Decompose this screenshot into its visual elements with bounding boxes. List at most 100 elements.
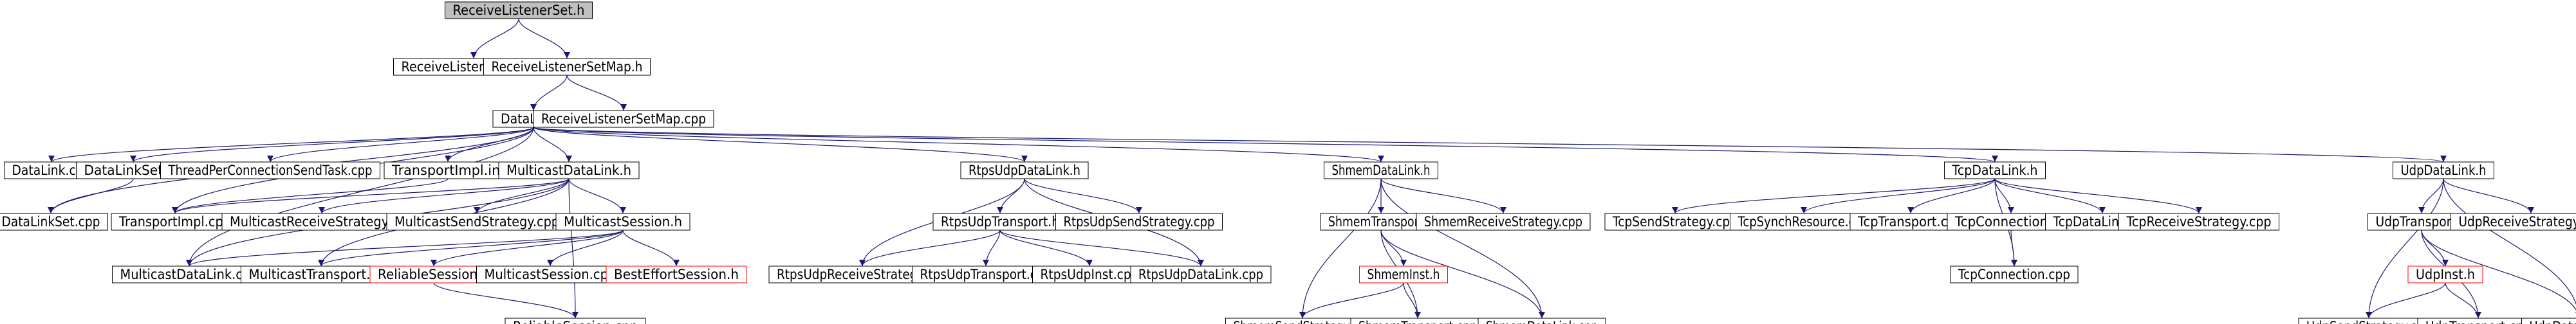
edge-dl_h-to-tpcst_cpp [267, 127, 534, 163]
edge-rudl_h-to-rut_h [997, 178, 1025, 214]
node-st-cpp[interactable]: ShmemTransport.cpp [1350, 318, 1485, 324]
node-label: MulticastTransport.cpp [249, 267, 394, 282]
node-dlset-cpp[interactable]: DataLinkSet.cpp [0, 213, 108, 231]
node-ti-cpp[interactable]: TransportImpl.cpp [111, 213, 239, 231]
edge-udl_h-to-urs_cpp [2443, 178, 2534, 214]
node-rlsm-h[interactable]: ReceiveListenerSetMap.h [483, 58, 651, 76]
edge-dl_h-to-dlset_inl [130, 127, 534, 163]
node-mdl-h[interactable]: MulticastDataLink.h [498, 161, 640, 179]
edge-ut_h-to-udl_cpp [2421, 230, 2576, 318]
node-box [1130, 266, 1272, 284]
node-russ-cpp[interactable]: RtpsUdpSendStrategy.cpp [1055, 213, 1223, 231]
node-label: ShmemReceiveStrategy.cpp [1424, 214, 1582, 230]
node-box [2451, 213, 2576, 231]
node-udl-h[interactable]: UdpDataLink.h [2393, 161, 2494, 179]
node-box [2521, 318, 2576, 324]
node-uss-cpp[interactable]: UdpSendStrategy.cpp [2298, 318, 2440, 324]
node-box [111, 213, 239, 231]
node-box [1478, 318, 1606, 324]
node-box [1324, 161, 1438, 179]
node-ut-cpp[interactable]: UdpTransport.cpp [2417, 318, 2539, 324]
node-label: ReliableSession.cpp [513, 319, 638, 324]
node-label: ShmemDataLink.h [1332, 163, 1431, 178]
node-trs-cpp[interactable]: TcpReceiveStrategy.cpp [2118, 213, 2279, 231]
node-mss-cpp[interactable]: MulticastSendStrategy.cpp [386, 213, 568, 231]
edge-dl_h-to-tdl_h [533, 127, 1998, 163]
edge-ti_inl-to-ti_cpp [172, 178, 449, 214]
node-label: MulticastSession.h [564, 214, 682, 230]
node-ms-h[interactable]: MulticastSession.h [555, 213, 690, 231]
node-rudl-h[interactable]: RtpsUdpDataLink.h [960, 161, 1089, 179]
node-box [160, 161, 380, 179]
node-rut-h[interactable]: RtpsUdpTransport.h [932, 213, 1068, 231]
node-box [2118, 213, 2279, 231]
node-si-h[interactable]: ShmemInst.h [1359, 266, 1448, 284]
node-sdl-h[interactable]: ShmemDataLink.h [1324, 161, 1438, 179]
node-rlsm-cpp[interactable]: ReceiveListenerSetMap.cpp [533, 110, 714, 128]
edge-mdl_h-to-rs_cpp [568, 178, 579, 319]
node-srs-cpp[interactable]: ShmemReceiveStrategy.cpp [1416, 213, 1591, 231]
node-tdl-h[interactable]: TcpDataLink.h [1944, 161, 2046, 179]
node-label: MulticastSession.cpp [485, 267, 616, 282]
node-ui-h[interactable]: UdpInst.h [2407, 266, 2483, 284]
node-rs-cpp[interactable]: ReliableSession.cpp [505, 318, 646, 324]
edge-udl_h-to-udl_cpp [2443, 178, 2576, 318]
node-tpcst-cpp[interactable]: ThreadPerConnectionSendTask.cpp [160, 161, 380, 179]
node-urs-cpp[interactable]: UdpReceiveStrategy.cpp [2451, 213, 2576, 231]
node-label: UdpDataLink.cpp [2530, 319, 2576, 324]
node-tc-cpp[interactable]: TcpConnection.cpp [1950, 266, 2079, 284]
edge-dlset_inl-to-dlset_cpp [48, 178, 134, 214]
node-rudl-cpp[interactable]: RtpsUdpDataLink.cpp [1130, 266, 1272, 284]
edge-ui_h-to-uss_cpp [2366, 282, 2446, 319]
edge-ms_h-to-mt_cpp [318, 230, 624, 267]
edge-sdl_h-to-sdl_cpp [1380, 178, 1545, 319]
node-label: MulticastReceiveStrategy.cpp [230, 214, 414, 230]
node-box [445, 1, 593, 19]
node-bes-h[interactable]: BestEffortSession.h [606, 266, 747, 284]
node-box [2393, 161, 2494, 179]
node-tss-cpp[interactable]: TcpSendStrategy.cpp [1604, 213, 1746, 231]
edge-dl_h-to-dl_cpp [48, 127, 534, 163]
edge-si_h-to-sss_cpp [1299, 282, 1404, 319]
node-rs-h[interactable]: ReliableSession.h [369, 266, 498, 284]
node-mt-cpp[interactable]: MulticastTransport.cpp [241, 266, 402, 284]
node-box [386, 213, 568, 231]
node-label: UdpSendStrategy.cpp [2306, 319, 2431, 324]
node-box [2407, 266, 2483, 284]
node-label: RtpsUdpTransport.cpp [920, 267, 1052, 282]
node-box [2298, 318, 2440, 324]
node-box [1032, 266, 1147, 284]
node-box [606, 266, 747, 284]
node-ms-cpp[interactable]: MulticastSession.cpp [476, 266, 624, 284]
node-label: DataLinkSet.cpp [2, 214, 100, 230]
edge-dl_h-to-mdl_h [533, 127, 572, 163]
node-mdl-cpp[interactable]: MulticastDataLink.cpp [112, 266, 266, 284]
node-udl-cpp[interactable]: UdpDataLink.cpp [2521, 318, 2576, 324]
edge-tdl_h-to-tt_cpp [1907, 178, 1996, 214]
node-rls-h[interactable]: ReceiveListenerSet.h [445, 1, 593, 19]
edge-rls_h-to-rls_cpp [470, 18, 519, 59]
node-box [1950, 266, 2079, 284]
edge-tdl_h-to-trs_cpp [1994, 178, 2202, 214]
node-label: ReceiveListenerSetMap.h [492, 59, 643, 75]
node-label: ReceiveListenerSetMap.cpp [541, 111, 706, 127]
node-label: MulticastDataLink.cpp [120, 267, 259, 282]
edge-tc_inl-to-tc_cpp [2010, 230, 2017, 267]
edge-dl_h-to-udl_h [533, 127, 2446, 163]
edge-ms_h-to-rs_h [431, 230, 624, 267]
node-sdl-cpp[interactable]: ShmemDataLink.cpp [1478, 318, 1606, 324]
node-box [960, 161, 1089, 179]
node-ti-inl[interactable]: TransportImpl.inl [384, 161, 512, 179]
node-label: ThreadPerConnectionSendTask.cpp [168, 163, 373, 178]
node-label: RtpsUdpDataLink.cpp [1138, 267, 1263, 282]
node-label: ReliableSession.h [378, 267, 490, 282]
edge-rs_h-to-rs_cpp [433, 282, 579, 319]
edge-st_h-to-sdl_cpp [1380, 230, 1545, 319]
node-box [2417, 318, 2539, 324]
node-sss-cpp[interactable]: ShmemSendStrategy.cpp [1225, 318, 1380, 324]
edge-ut_h-to-ui_h [2421, 230, 2449, 267]
node-rui-cpp[interactable]: RtpsUdpInst.cpp [1032, 266, 1147, 284]
node-box [498, 161, 640, 179]
node-label: TransportImpl.cpp [118, 214, 231, 230]
